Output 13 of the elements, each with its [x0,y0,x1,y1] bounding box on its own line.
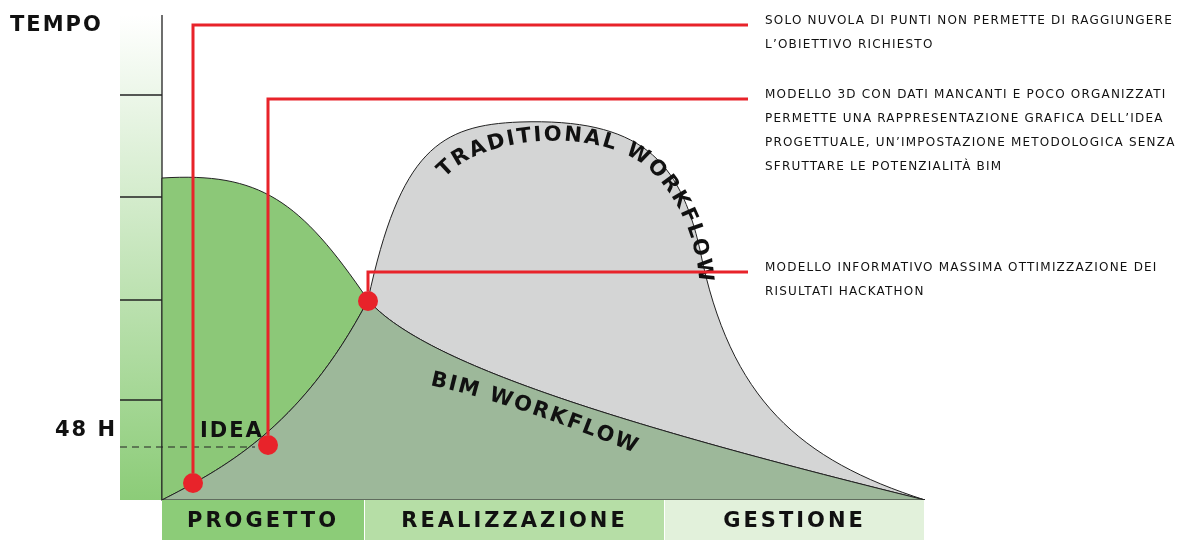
phase-bar-segment: GESTIONE [665,500,925,540]
marker-dot [358,291,378,311]
leader-line [191,23,748,473]
curve-label: IDEA [200,418,264,442]
phase-bar-segment: PROGETTO [162,500,365,540]
callout-text: MODELLO INFORMATIVO MASSIMA OTTIMIZZAZIONE DEI RISULTATI HACKATHON [765,255,1195,303]
callout-text: SOLO NUVOLA DI PUNTI NON PERMETTE DI RAGGIUNGERE L’OBIETTIVO RICHIESTO [765,8,1195,56]
phase-bar-segment: REALIZZAZIONE [365,500,665,540]
axis-title: TEMPO [10,12,103,36]
leader-line [366,270,748,291]
leader-line [266,97,748,435]
axis-value-label: 48 H [55,417,118,441]
callout-text: MODELLO 3D CON DATI MANCANTI E POCO ORGANIZZATI PERMETTE UNA RAPPRESENTAZIONE GRAFICA DELL’IDEA PROGETTUALE, UN’IMPOSTAZIONE METODOLOGICA SENZA SFRUTTARE LE POTENZIALITÀ BIM [765,82,1195,178]
